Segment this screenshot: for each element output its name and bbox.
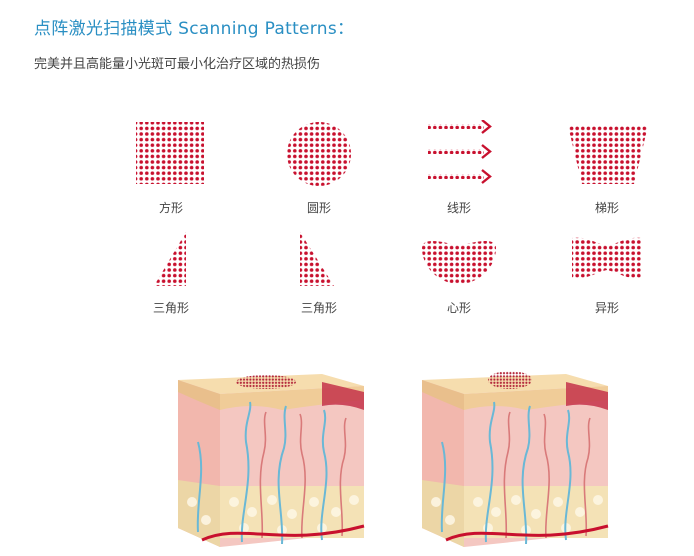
pattern-line [404, 120, 514, 190]
triangle-right-dot-pattern-icon [300, 232, 334, 286]
triangle-left-dot-pattern-icon [154, 232, 186, 286]
pattern-label-square: 方形 [158, 201, 183, 215]
bowtie-dot-pattern-icon [572, 237, 642, 279]
pattern-triangle-left [116, 228, 226, 288]
pattern-label-line: 线形 [446, 201, 471, 215]
pattern-label-crescent: 心形 [446, 301, 471, 315]
skin-cross-section-right [416, 362, 616, 556]
pattern-trapezoid [552, 120, 662, 190]
circle-dot-pattern-icon [287, 122, 351, 186]
page-title: 点阵激光扫描模式 Scanning Patterns： [34, 19, 355, 39]
pattern-label-trapezoid: 梯形 [594, 201, 619, 215]
pattern-label-bowtie: 异形 [594, 301, 619, 315]
skin-layer-illustration-icon [178, 374, 365, 547]
pattern-crescent [404, 228, 514, 288]
square-dot-pattern-icon [136, 122, 204, 184]
pattern-bowtie [552, 228, 662, 288]
pattern-circle [264, 120, 374, 190]
pattern-square [116, 120, 226, 190]
pattern-label-triangle-right: 三角形 [300, 301, 337, 315]
line-arrow-pattern-icon [428, 120, 492, 184]
crescent-dot-pattern-icon [422, 241, 496, 284]
page-subtitle: 完美并且高能量小光斑可最小化治疗区域的热损伤 [34, 57, 321, 72]
skin-layer-illustration-icon [422, 371, 609, 547]
trapezoid-dot-pattern-icon [568, 126, 648, 184]
pattern-label-triangle-left: 三角形 [152, 301, 189, 315]
skin-cross-section-left [172, 362, 372, 556]
pattern-triangle-right [264, 228, 374, 288]
pattern-label-circle: 圆形 [306, 201, 331, 215]
